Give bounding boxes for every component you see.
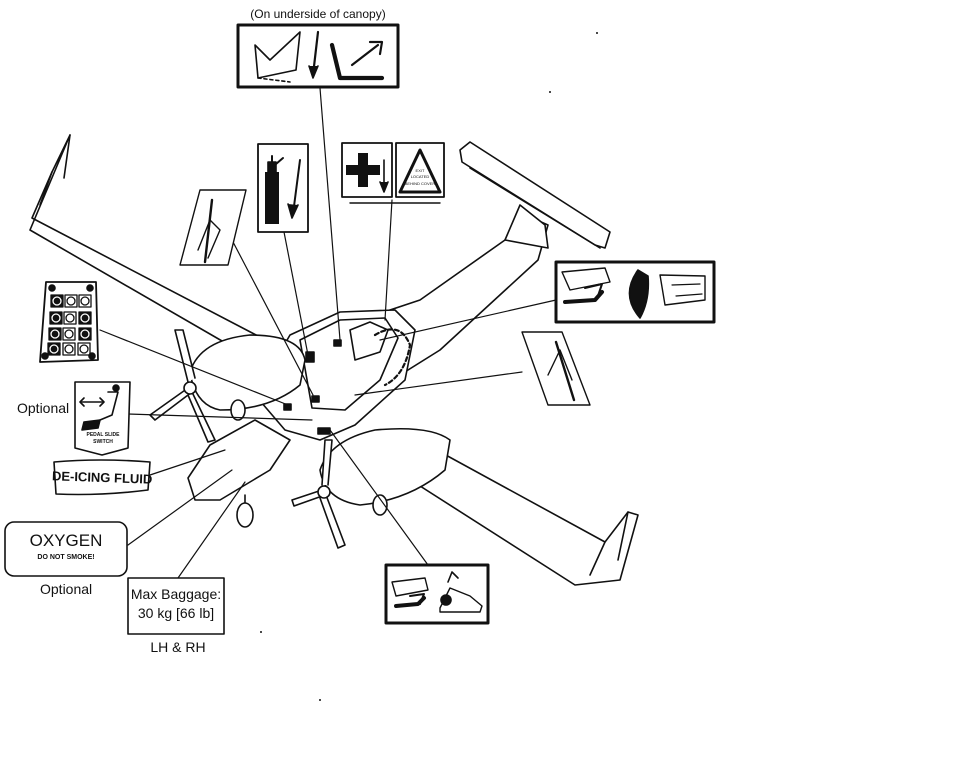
exit-placard-line2: LOCATED	[411, 174, 430, 179]
pedal-placard-line2: SWITCH	[93, 439, 113, 445]
fuel-valve-icon	[391, 571, 483, 613]
door-lever-placard-right	[521, 331, 591, 406]
canopy-note: (On underside of canopy)	[250, 7, 385, 21]
baggage-placard: Max Baggage: 30 kg [66 lb]	[127, 577, 225, 635]
aircraft-drawing	[29, 134, 639, 586]
exit-warning-triangle-icon	[398, 148, 442, 194]
deicing-text: DE-ICING FLUID	[52, 468, 153, 486]
exit-placard-line3: BEHIND COVER	[405, 181, 436, 186]
baggage-line2: 30 kg [66 lb]	[138, 605, 214, 621]
exit-placard-line1: EXIT	[416, 168, 425, 173]
first-aid-cross-icon	[346, 153, 389, 193]
door-handle-placard	[554, 260, 716, 324]
fuel-valve-placard	[384, 563, 490, 625]
canopy-release-icon	[254, 30, 385, 83]
fire-extinguisher-placard	[257, 143, 309, 233]
leader-lines	[99, 87, 557, 579]
nose-cone	[187, 419, 291, 501]
fire-extinguisher-icon	[265, 155, 301, 224]
switch-panel-placard	[39, 281, 99, 363]
pedal-optional-label: Optional	[17, 400, 69, 416]
pedal-seat-icon	[79, 384, 120, 431]
first-aid-exit-placards: EXIT LOCATED BEHIND COVER	[341, 142, 445, 204]
canopy	[299, 317, 399, 411]
oxygen-title: OXYGEN	[30, 531, 103, 550]
right-engine-nacelle	[319, 427, 451, 506]
baggage-caption: LH & RH	[150, 639, 205, 655]
canopy-release-placard	[236, 23, 400, 89]
deicing-placard: DE-ICING FLUID	[52, 459, 153, 496]
pedal-slide-placard: PEDAL SLIDE SWITCH	[74, 381, 131, 456]
scan-specks	[260, 32, 598, 701]
door-lever-placard-left	[179, 189, 247, 266]
oxygen-optional-label: Optional	[40, 581, 92, 597]
right-wing	[394, 429, 639, 586]
oxygen-placard: OXYGEN DO NOT SMOKE!	[4, 521, 128, 577]
left-engine-nacelle	[189, 334, 306, 411]
horizontal-stabilizer	[459, 141, 611, 249]
door-handle-icon	[561, 267, 706, 319]
oxygen-subtitle: DO NOT SMOKE!	[37, 554, 94, 561]
pedal-placard-line1: PEDAL SLIDE	[87, 432, 121, 438]
vertical-fin	[504, 204, 549, 249]
baggage-line1: Max Baggage:	[131, 586, 221, 602]
